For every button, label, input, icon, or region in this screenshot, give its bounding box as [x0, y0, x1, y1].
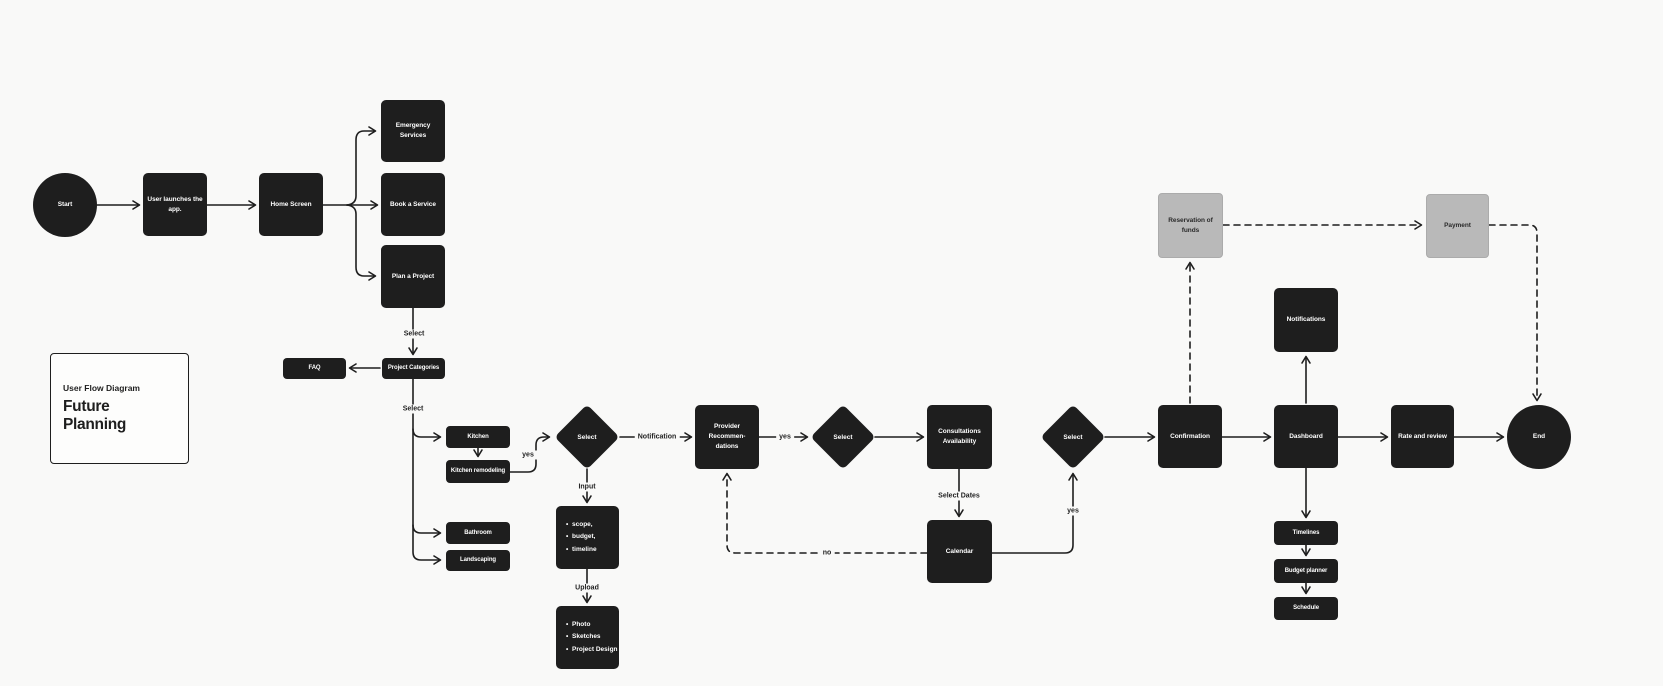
node-label: Timelines	[1292, 529, 1320, 536]
node-landscaping[interactable]: Landscaping	[446, 550, 510, 571]
node-label: Kitchen remodeling	[450, 468, 506, 474]
edge-calendar-no-to-provider	[722, 472, 928, 554]
node-kitchen[interactable]: Kitchen	[446, 426, 510, 448]
node-label: Rate and review	[1398, 432, 1447, 440]
node-label: Bathroom	[464, 529, 492, 536]
bullet-list: scope, budget, timeline	[556, 519, 597, 556]
node-user-launches-app[interactable]: User launches the app.	[143, 173, 207, 236]
node-label: Dashboard	[1289, 432, 1323, 440]
node-budget-planner[interactable]: Budget planner	[1274, 559, 1338, 583]
edge-label-yes-calendar: yes	[1064, 506, 1082, 516]
edge-categories-to-bathroom	[412, 524, 442, 538]
edge-categories-to-kitchen	[412, 428, 442, 442]
title-card[interactable]: User Flow Diagram Future Planning	[50, 353, 189, 464]
node-label: End	[1532, 433, 1546, 441]
node-label: Landscaping	[460, 557, 496, 563]
node-dashboard[interactable]: Dashboard	[1274, 405, 1338, 468]
edge-label-select-category: Select	[399, 404, 427, 414]
node-project-details[interactable]: scope, budget, timeline	[556, 506, 619, 569]
diagram-title: Future Planning	[63, 398, 127, 433]
node-faq[interactable]: FAQ	[283, 358, 346, 379]
node-label: Schedule	[1293, 605, 1319, 611]
edge-label-input: Input	[575, 482, 599, 492]
node-label: Confirmation	[1170, 432, 1210, 440]
node-label: Plan a Project	[391, 272, 435, 280]
node-notifications[interactable]: Notifications	[1274, 288, 1338, 352]
node-end[interactable]: End	[1507, 405, 1571, 469]
edge-calendar-yes-to-select3	[991, 472, 1078, 554]
node-label: Provider Recommen- dations	[708, 423, 746, 450]
node-label: Select	[1063, 433, 1083, 441]
node-label: Book a Service	[390, 200, 436, 208]
bullet-list: Photo Sketches Project Design	[556, 619, 618, 656]
node-provider-recommendations[interactable]: Provider Recommen- dations	[695, 405, 759, 469]
node-label: FAQ	[308, 365, 321, 371]
node-consultations-availability[interactable]: Consultations Availability	[927, 405, 992, 469]
edge-categories-to-landscaping	[412, 378, 442, 565]
node-confirmation[interactable]: Confirmation	[1158, 405, 1222, 468]
node-label: Emergency Services	[395, 122, 431, 139]
node-plan-a-project[interactable]: Plan a Project	[381, 245, 445, 308]
node-timelines[interactable]: Timelines	[1274, 521, 1338, 545]
node-label: Kitchen	[467, 433, 489, 440]
list-item: Photo	[566, 619, 618, 632]
node-rate-and-review[interactable]: Rate and review	[1391, 405, 1454, 468]
node-home-screen[interactable]: Home Screen	[259, 173, 323, 236]
node-label: Select	[833, 433, 853, 441]
node-book-a-service[interactable]: Book a Service	[381, 173, 445, 236]
node-bathroom[interactable]: Bathroom	[446, 522, 510, 544]
edge-payment-to-end	[1488, 224, 1542, 402]
node-payment[interactable]: Payment	[1426, 194, 1489, 258]
edge-label-upload: Upload	[572, 583, 602, 593]
edge-label-select-dates: Select Dates	[935, 491, 983, 501]
node-kitchen-remodeling[interactable]: Kitchen remodeling	[446, 460, 510, 483]
list-item: Project Design	[566, 644, 618, 657]
node-label: User launches the app.	[147, 195, 203, 213]
node-label: Consultations Availability	[938, 428, 981, 445]
list-item: timeline	[566, 544, 597, 557]
node-select-decision-2[interactable]: Select	[810, 404, 876, 470]
edge-label-yes-provider: yes	[776, 432, 794, 442]
node-select-decision-3[interactable]: Select	[1040, 404, 1106, 470]
node-start[interactable]: Start	[33, 173, 97, 237]
list-item: budget,	[566, 531, 597, 544]
node-label: Payment	[1444, 222, 1471, 230]
edge-home-to-emergency-services	[346, 126, 377, 206]
diagram-subtitle: User Flow Diagram	[63, 383, 140, 393]
node-label: Project Categories	[387, 365, 440, 371]
edge-label-no-calendar: no	[819, 548, 835, 558]
node-emergency-services[interactable]: Emergency Services	[381, 100, 445, 162]
node-calendar[interactable]: Calendar	[927, 520, 992, 583]
node-project-uploads[interactable]: Photo Sketches Project Design	[556, 606, 619, 669]
edge-label-yes-kitchen: yes	[519, 450, 537, 460]
list-item: scope,	[566, 519, 597, 532]
edge-home-to-plan-a-project	[346, 204, 377, 281]
node-label: Calendar	[945, 547, 974, 555]
node-project-categories[interactable]: Project Categories	[382, 358, 445, 379]
node-label: Reservation of funds	[1168, 216, 1213, 234]
edge-label-select-categories: Select	[400, 329, 428, 339]
node-reservation-of-funds[interactable]: Reservation of funds	[1158, 193, 1223, 258]
node-label: Start	[57, 201, 73, 209]
node-schedule[interactable]: Schedule	[1274, 597, 1338, 620]
node-label: Select	[577, 433, 597, 441]
list-item: Sketches	[566, 631, 618, 644]
node-label: Budget planner	[1284, 567, 1328, 574]
node-select-decision-1[interactable]: Select	[554, 404, 620, 470]
edge-label-notification: Notification	[634, 432, 680, 442]
node-label: Notifications	[1286, 316, 1326, 324]
node-label: Home Screen	[270, 200, 312, 208]
